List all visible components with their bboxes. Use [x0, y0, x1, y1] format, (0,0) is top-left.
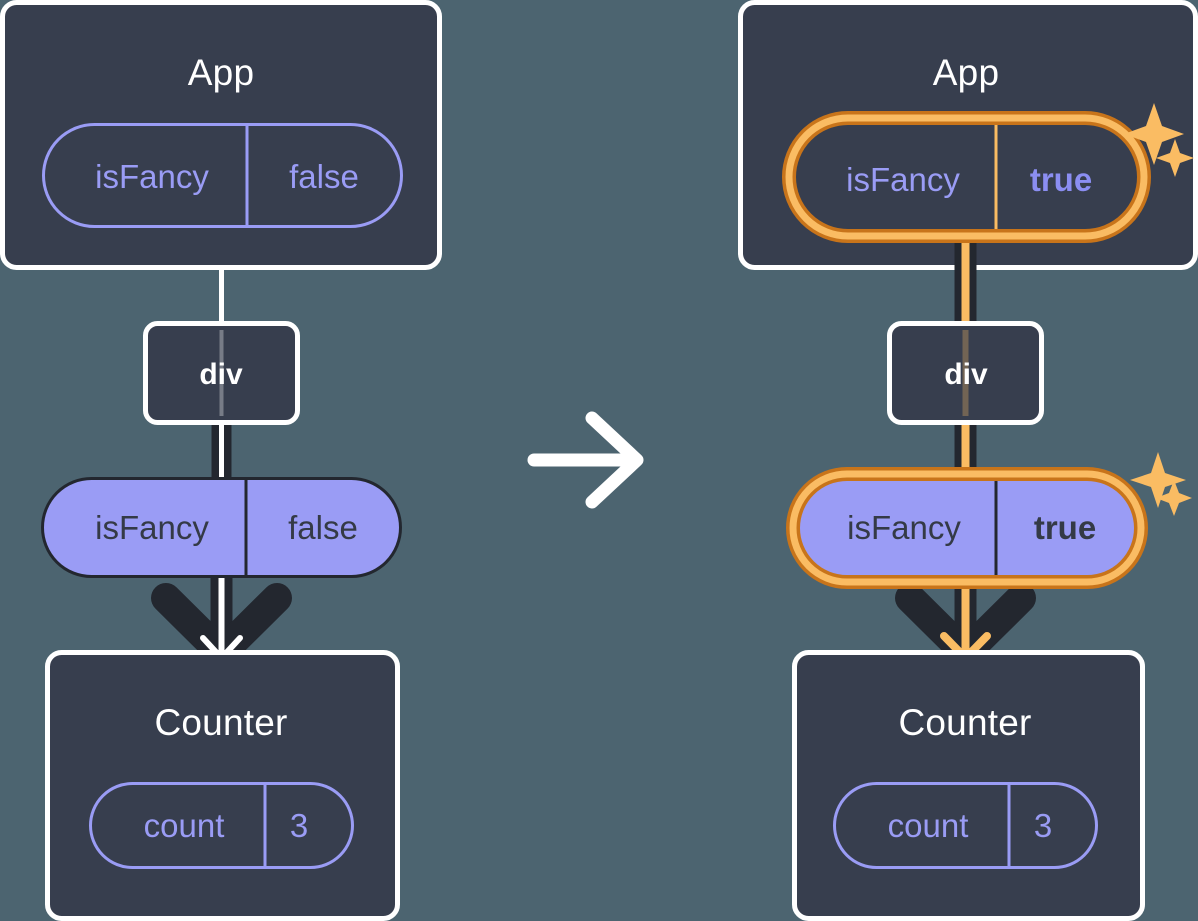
- prop-pill-highlight-inner-right: [789, 470, 1145, 586]
- prop-pill-highlight-outer-right: [786, 467, 1148, 589]
- app-panel-left: [0, 0, 442, 270]
- sparkle-large-icon-2: [1130, 452, 1186, 508]
- div-node-left: [143, 321, 300, 425]
- div-node-right: [887, 321, 1044, 425]
- sparkle-large-icon: [1124, 103, 1184, 165]
- counter-state-pill-left: [89, 782, 354, 869]
- prop-pill-left: [41, 477, 402, 578]
- sparkle-small-icon: [1156, 139, 1194, 177]
- app-state-pill-left: [42, 123, 403, 228]
- arrow-right-icon: [527, 411, 644, 509]
- sparkle-small-icon-2: [1156, 480, 1192, 516]
- app-state-pill-highlight-outer-right: [782, 111, 1151, 243]
- app-state-pill-highlight-inner-right: [785, 114, 1148, 240]
- counter-state-pill-right: [833, 782, 1098, 869]
- counter-panel-left: [45, 650, 400, 921]
- counter-panel-right: [792, 650, 1145, 921]
